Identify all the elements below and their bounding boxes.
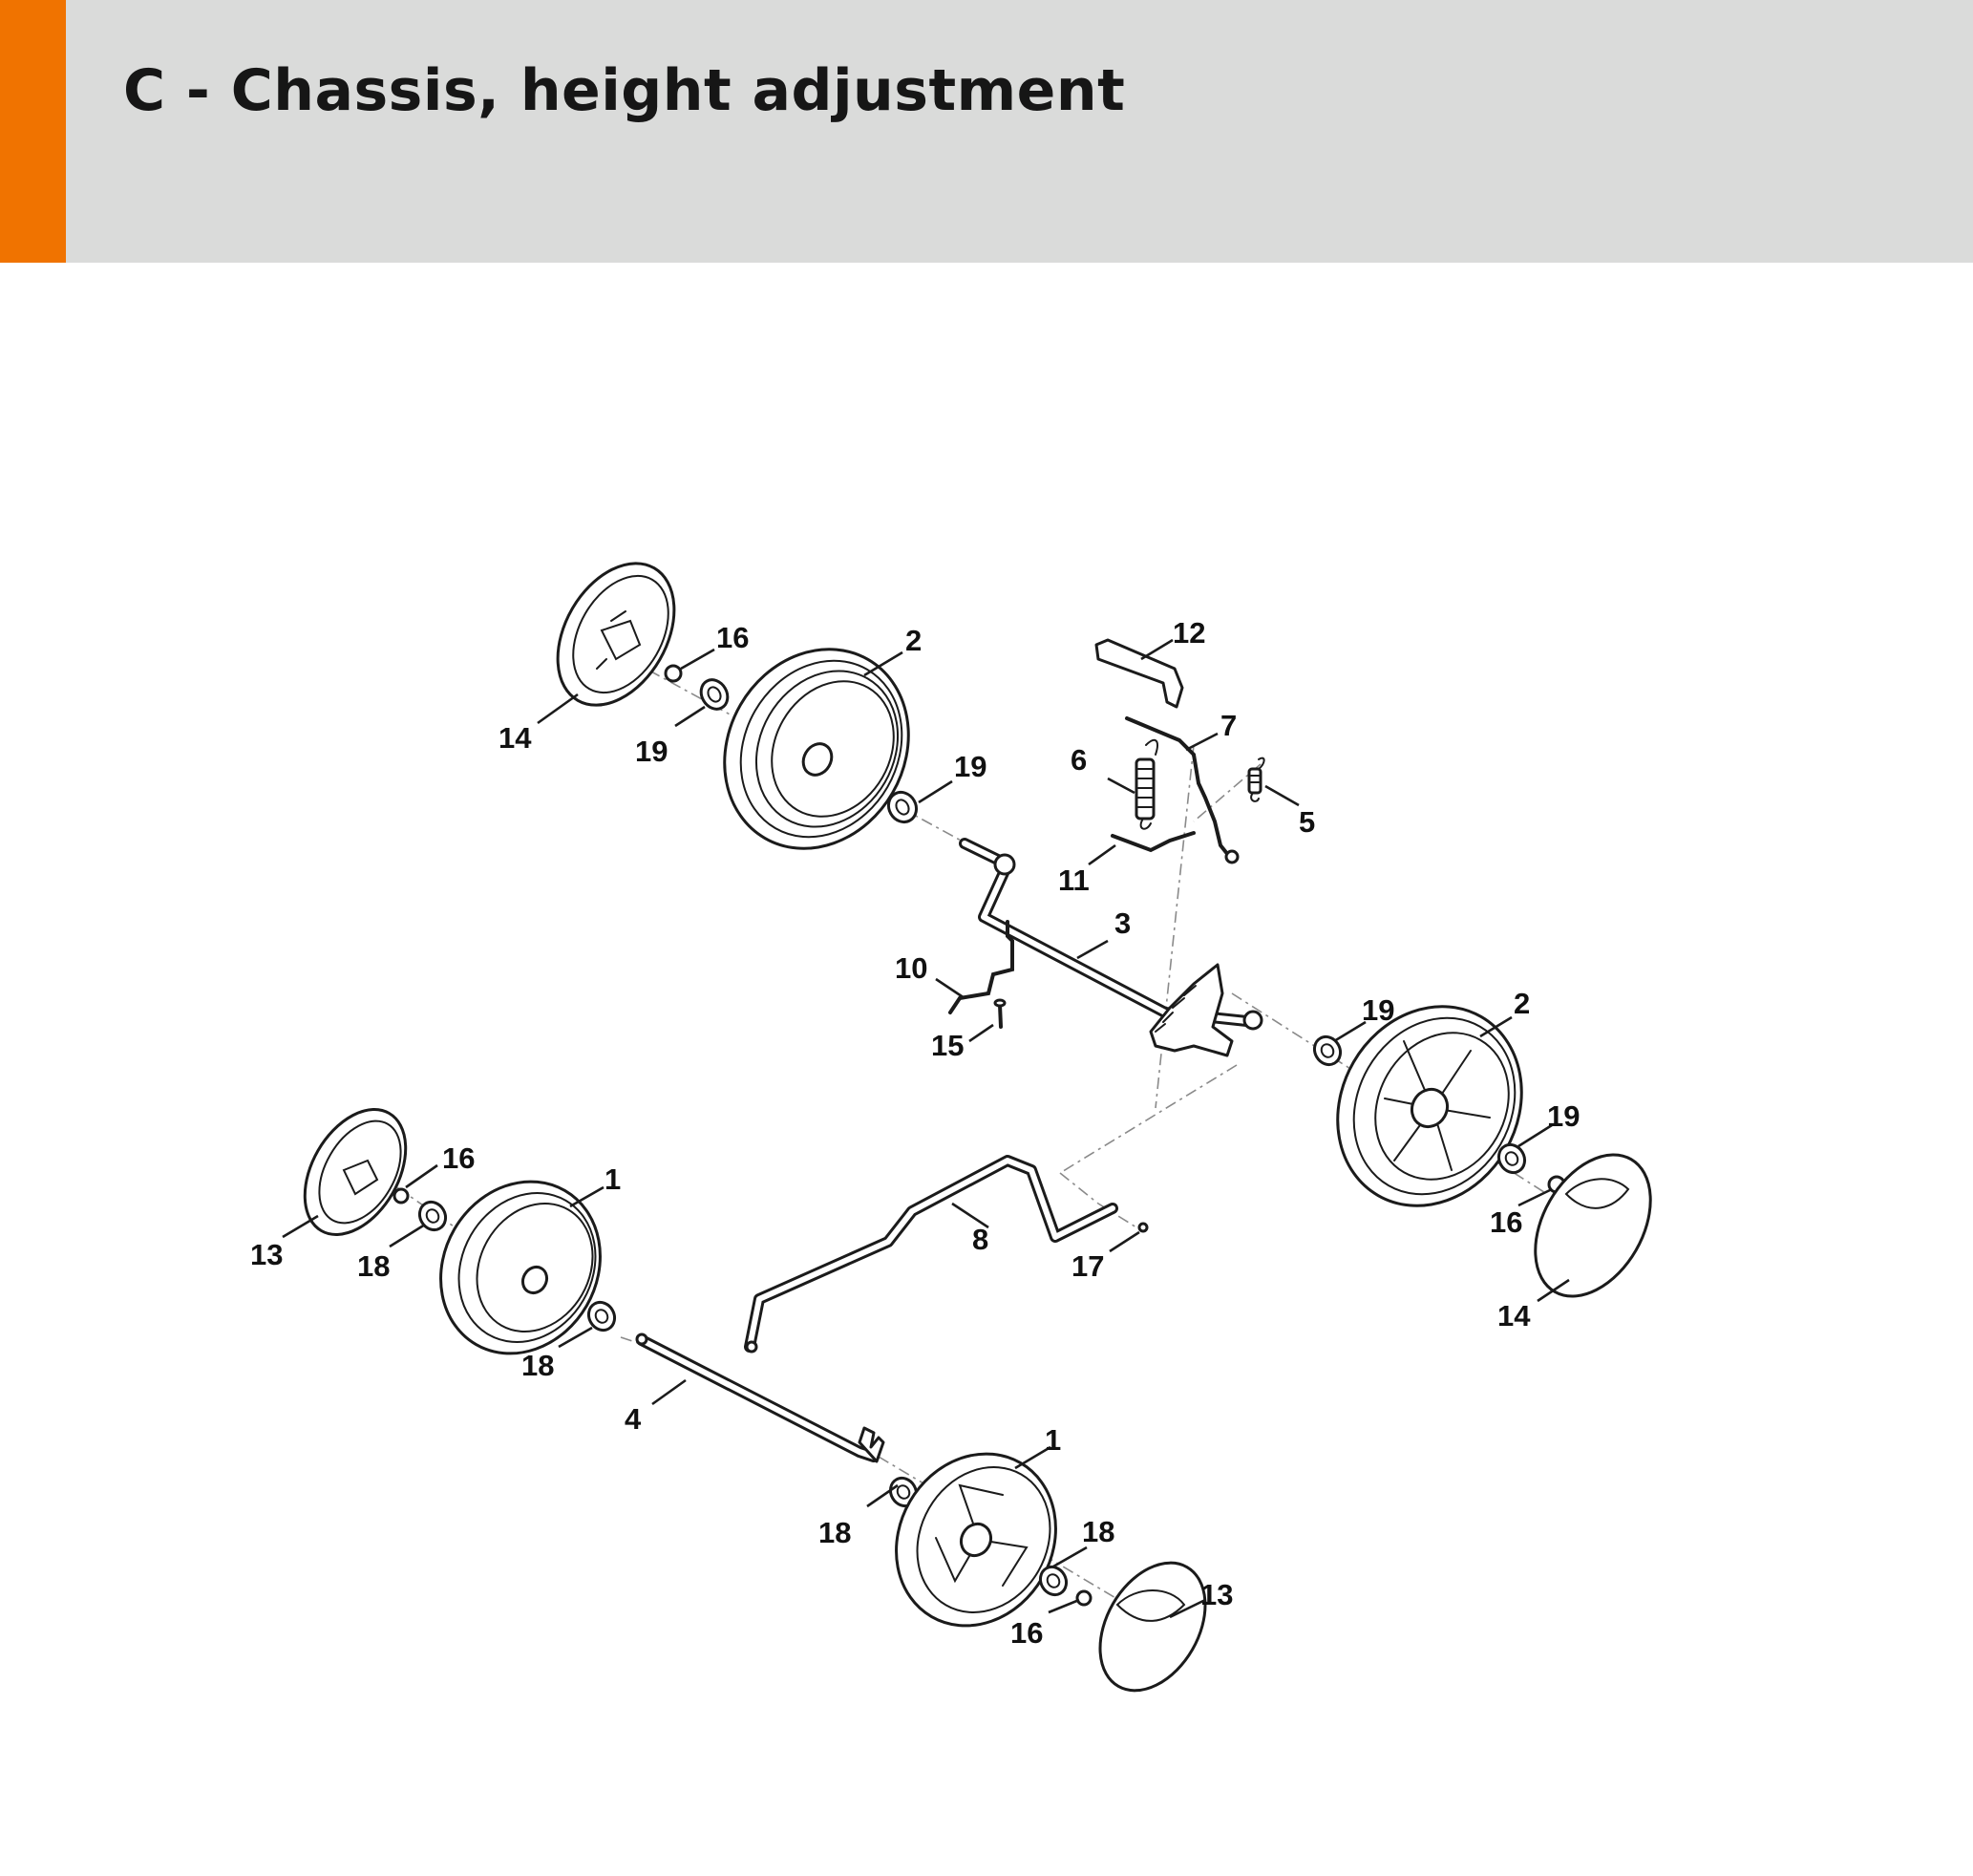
callout-1-left: 1	[605, 1162, 621, 1196]
bearing-19-right-outer	[1496, 1142, 1527, 1175]
lever-7	[1125, 716, 1240, 864]
bearing-18-left-outer	[417, 1200, 448, 1232]
nut-16-top	[664, 664, 683, 683]
callout-18-front-outer: 18	[1082, 1515, 1114, 1548]
tension-spring-6	[1135, 738, 1158, 830]
callout-16-left: 16	[442, 1141, 475, 1175]
callout-16-top: 16	[716, 621, 749, 654]
hub-cap-13-front	[1098, 1561, 1207, 1693]
hub-cap-13-left	[303, 1108, 408, 1236]
callout-labels: 14 16 19 2 19 12 7 6 5 11 3 10 15 19 2 1…	[250, 616, 1580, 1650]
rod-11	[1111, 831, 1196, 853]
callout-13-front: 13	[1200, 1578, 1233, 1611]
callout-14-top: 14	[499, 721, 532, 755]
height-lever-8	[744, 1155, 1118, 1354]
spring-lever-10	[948, 920, 1014, 1014]
hub-cap-14-top	[556, 562, 676, 707]
callout-1-front: 1	[1045, 1423, 1061, 1457]
callout-2-top: 2	[905, 624, 922, 657]
front-axle-4	[635, 1332, 885, 1463]
callout-19-right-outer: 19	[1547, 1099, 1580, 1133]
callout-12: 12	[1173, 616, 1205, 650]
hub-cap-14-right	[1534, 1153, 1652, 1298]
nut-16-front	[1075, 1589, 1093, 1607]
callout-19-top-inner: 19	[954, 750, 986, 783]
screw-15	[993, 998, 1007, 1029]
callout-13-left: 13	[250, 1238, 283, 1271]
pin-17	[1137, 1222, 1149, 1233]
plate-12	[1094, 638, 1184, 709]
callout-19-right-inner: 19	[1362, 993, 1394, 1027]
callout-2-right: 2	[1514, 987, 1530, 1020]
callout-19-top-outer: 19	[635, 735, 668, 768]
bearing-18-front-outer	[1038, 1565, 1069, 1597]
height-adjust-bracket	[1149, 963, 1234, 1057]
callout-4: 4	[625, 1402, 642, 1436]
bearing-19-top-inner	[886, 790, 919, 824]
page-header: C - Chassis, height adjustment	[0, 0, 1973, 263]
callout-6: 6	[1071, 743, 1087, 777]
bearing-19-top-outer	[699, 678, 730, 711]
callout-8: 8	[972, 1223, 988, 1256]
bearing-19-right-inner	[1312, 1034, 1343, 1067]
callout-17: 17	[1071, 1249, 1104, 1283]
callout-15: 15	[931, 1029, 964, 1062]
front-wheel-1-right	[895, 1452, 1057, 1628]
callout-16-right: 16	[1490, 1205, 1522, 1239]
nut-16-left	[392, 1187, 410, 1204]
spring-5	[1247, 757, 1265, 802]
callout-18-front-inner: 18	[818, 1516, 851, 1549]
callout-11: 11	[1058, 863, 1090, 897]
header-accent-bar	[0, 0, 66, 263]
callout-18-left-outer: 18	[357, 1249, 390, 1283]
callout-10: 10	[895, 951, 927, 985]
callout-leaders	[282, 638, 1570, 1619]
callout-16-front: 16	[1010, 1616, 1043, 1650]
callout-7: 7	[1220, 709, 1237, 742]
callout-18-left-inner: 18	[521, 1349, 554, 1382]
callout-5: 5	[1299, 805, 1315, 839]
bearing-18-left-inner	[586, 1300, 617, 1332]
callout-14-right: 14	[1497, 1299, 1531, 1332]
front-wheel-1-left	[439, 1180, 602, 1355]
page-title: C - Chassis, height adjustment	[123, 57, 1126, 124]
rear-wheel-2-top	[723, 648, 910, 850]
callout-3: 3	[1114, 906, 1131, 940]
